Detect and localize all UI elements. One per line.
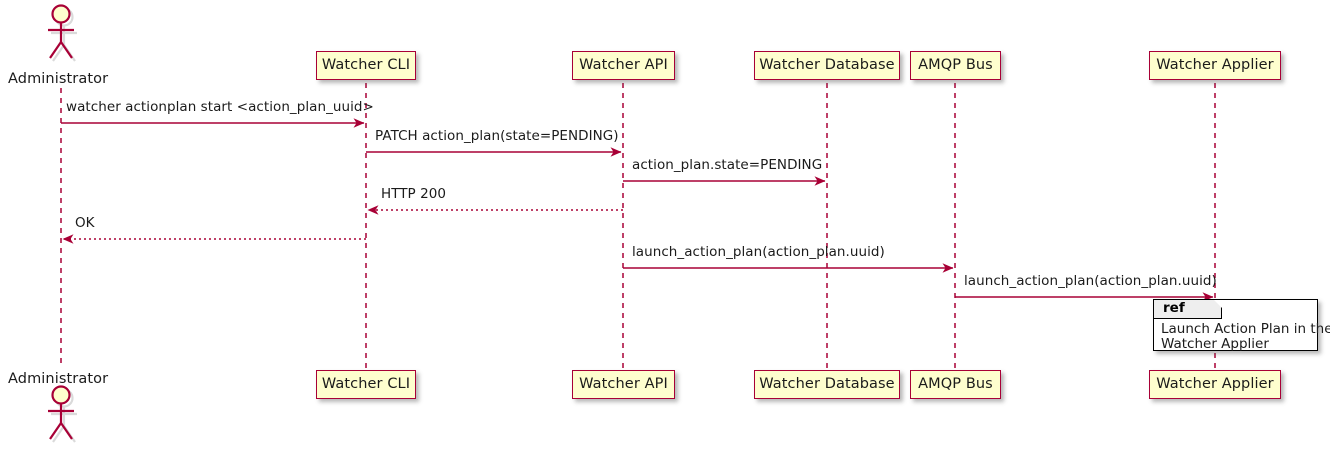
participant-box-watcher-api-bottom[interactable]: Watcher API [572,370,675,399]
participant-label-watcher-api-bottom: Watcher API [579,376,668,393]
participant-label-watcher-database-bottom: Watcher Database [759,376,895,393]
participant-box-watcher-applier-bottom[interactable]: Watcher Applier [1149,370,1281,399]
participant-box-amqp-bus-top[interactable]: AMQP Bus [910,51,1001,80]
participant-label-watcher-cli-bottom: Watcher CLI [321,376,411,393]
participant-label-amqp-bus-bottom: AMQP Bus [918,376,993,393]
lifelines [60,83,1216,371]
message-label-3: action_plan.state=PENDING [632,157,823,173]
participant-label-watcher-database-top: Watcher Database [759,57,895,74]
message-label-6: launch_action_plan(action_plan.uuid) [632,244,885,260]
message-label-2: PATCH action_plan(state=PENDING) [375,128,619,144]
participant-label-watcher-applier-top: Watcher Applier [1156,57,1274,74]
participant-box-watcher-database-bottom[interactable]: Watcher Database [754,370,900,399]
actor-administrator-top [48,4,74,59]
participant-box-watcher-cli-top[interactable]: Watcher CLI [316,51,416,80]
participant-box-watcher-cli-bottom[interactable]: Watcher CLI [316,370,416,399]
participant-label-watcher-applier-bottom: Watcher Applier [1156,376,1274,393]
participant-label-watcher-cli-top: Watcher CLI [321,57,411,74]
message-arrows [61,118,1214,302]
actor-label-administrator-bottom: Administrator [8,371,109,387]
participant-box-watcher-applier-top[interactable]: Watcher Applier [1149,51,1281,80]
message-label-5: OK [75,215,95,231]
message-label-1: watcher actionplan start <action_plan_uu… [66,99,374,115]
message-label-4: HTTP 200 [381,186,447,202]
reference-fragment-text: Launch Action Plan in the Watcher Applie… [1161,322,1330,352]
reference-fragment-line-1: Launch Action Plan in the [1161,321,1330,337]
actor-label-administrator-top: Administrator [8,71,109,87]
reference-fragment-box[interactable]: ref Launch Action Plan in the Watcher Ap… [1153,299,1330,352]
participant-label-watcher-api-top: Watcher API [579,57,668,74]
actor-administrator-bottom [48,385,74,440]
message-label-7: launch_action_plan(action_plan.uuid) [964,273,1217,289]
participant-box-watcher-api-top[interactable]: Watcher API [572,51,675,80]
reference-fragment-tab: ref [1154,300,1222,319]
participant-box-watcher-database-top[interactable]: Watcher Database [754,51,900,80]
participant-label-amqp-bus-top: AMQP Bus [918,57,993,74]
reference-fragment-line-2: Watcher Applier [1161,336,1269,352]
participant-box-amqp-bus-bottom[interactable]: AMQP Bus [910,370,1001,399]
